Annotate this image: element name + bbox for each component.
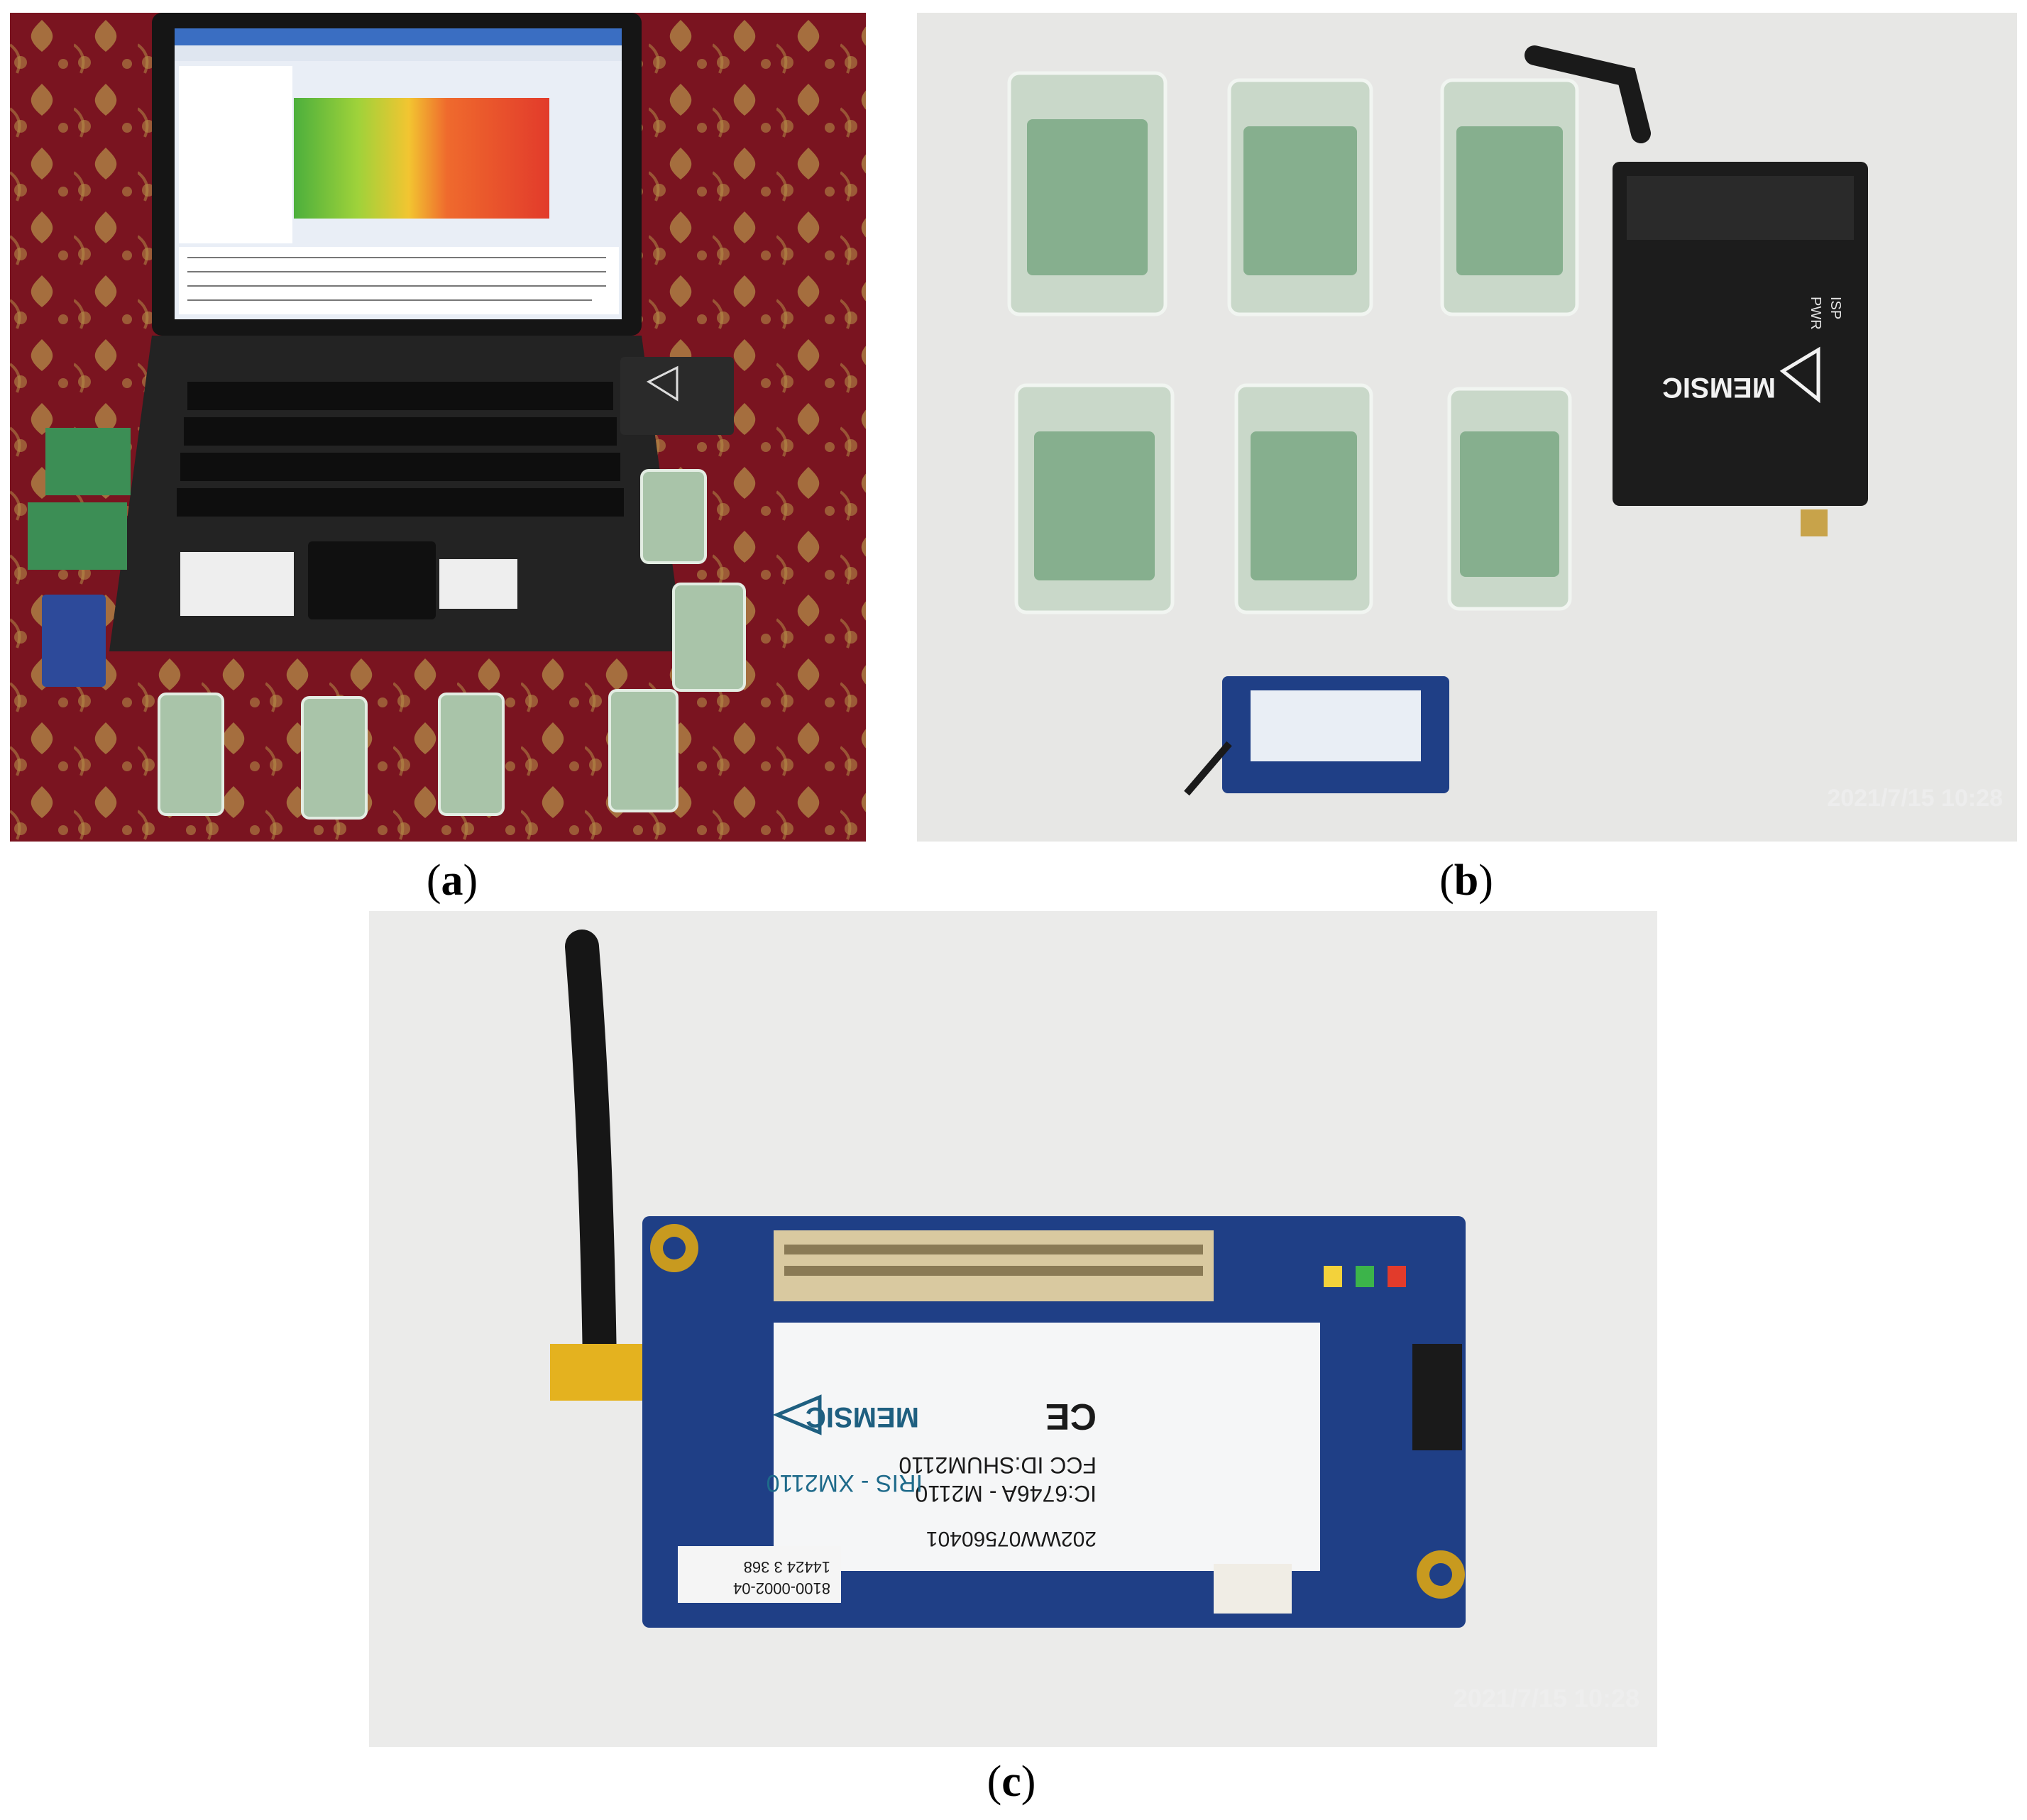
antenna: [1525, 45, 1651, 143]
photo-a-scene: [10, 13, 866, 842]
caption-b: (b): [1439, 856, 1493, 905]
gateway-label-isp: ISP: [1828, 297, 1843, 319]
photo-b: MEMSIC PWR ISP 2021/7/15 10:28: [917, 13, 2017, 842]
serial-number: 202WW07560401: [926, 1527, 1097, 1550]
photo-c: 202WW07560401 IC:6746A - M2110 FCC ID:SH…: [369, 911, 1657, 1747]
battery-connector: [1214, 1564, 1292, 1614]
gateway-brand: MEMSIC: [1662, 372, 1776, 403]
serial-sticker: [678, 1546, 841, 1603]
timestamp-b: 2021/7/15 10:28: [1827, 785, 2003, 812]
power-switch[interactable]: [1412, 1344, 1462, 1450]
sticker-bottom: 14424 3 368: [744, 1558, 830, 1576]
module-label: [774, 1323, 1320, 1571]
gateway: [1613, 162, 1868, 506]
model-name: IRIS - XM2110: [767, 1469, 923, 1496]
heatmap: [294, 98, 549, 219]
antenna: [565, 930, 617, 1382]
sensor-node: [158, 693, 224, 816]
gateway-label-pwr: PWR: [1808, 297, 1823, 330]
timestamp-c: 2021/7/15 10:28: [1454, 1684, 1639, 1713]
sensor-board: [28, 502, 127, 570]
caption-c: (c): [987, 1758, 1036, 1806]
photo-a: [10, 13, 866, 842]
photo-c-scene: 202WW07560401 IC:6746A - M2110 FCC ID:SH…: [369, 911, 1657, 1747]
ic-number: IC:6746A - M2110: [915, 1481, 1097, 1506]
fcc-id: FCC ID:SHUM2110: [899, 1452, 1097, 1478]
ce-mark: CE: [1045, 1396, 1097, 1437]
usb-connector: [1801, 509, 1828, 536]
sma-connector: [550, 1344, 657, 1401]
sensor-node: [672, 583, 746, 692]
sensor-node: [301, 696, 368, 820]
sensor-node: [438, 693, 505, 816]
touchpad: [308, 541, 436, 619]
brand-logo: MEMSIC: [806, 1401, 919, 1433]
caption-a: (a): [426, 856, 478, 905]
sticker-top: 8100-0002-04: [733, 1579, 830, 1597]
photo-b-scene: MEMSIC PWR ISP 2021/7/15 10:28: [917, 13, 2017, 842]
sensor-node: [640, 469, 707, 564]
programming-board: [42, 595, 106, 687]
sensor-node: [608, 689, 679, 812]
sensor-board: [45, 428, 131, 495]
